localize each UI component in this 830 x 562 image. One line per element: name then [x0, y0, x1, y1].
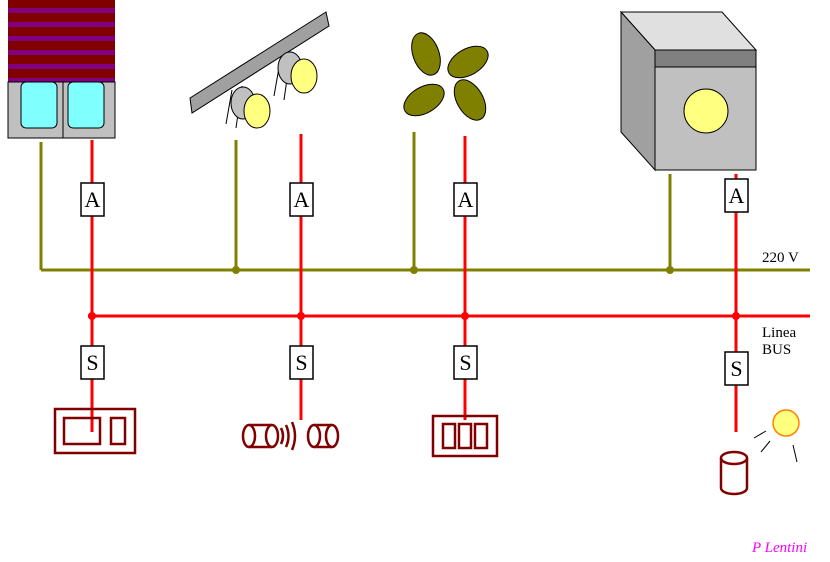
actuator-1-label: A — [85, 187, 101, 212]
author-signature: P Lentini — [751, 540, 807, 556]
sensor-4: S — [724, 351, 749, 386]
fan-device — [403, 32, 489, 121]
bus-line-junctions — [88, 312, 740, 320]
actuator-2: A — [289, 182, 314, 217]
bus-line — [88, 134, 810, 432]
washing-machine-device — [619, 10, 758, 172]
roller-shutter-device — [7, 0, 116, 139]
actuator-4-label: A — [729, 183, 745, 208]
infrared-sensor-device — [241, 421, 340, 451]
actuator-3-label: A — [458, 187, 474, 212]
sensor-2: S — [289, 345, 314, 380]
push-button-panel-device — [431, 414, 499, 458]
sensor-4-label: S — [730, 356, 742, 381]
sensor-3: S — [453, 345, 478, 380]
sun-icon — [753, 409, 800, 463]
light-sensor-device — [719, 409, 800, 496]
bus-line-label-1: Linea — [762, 325, 796, 341]
power-line-junctions — [232, 266, 674, 274]
wall-switch-device — [53, 407, 137, 455]
power-line-label: 220 V — [762, 250, 799, 266]
actuator-1: A — [80, 182, 105, 217]
actuator-3: A — [453, 182, 478, 217]
sensor-2-label: S — [295, 350, 307, 375]
sensor-1: S — [80, 345, 105, 380]
bus-line-label-2: BUS — [762, 342, 791, 358]
sensor-1-label: S — [86, 350, 98, 375]
sensor-3-label: S — [459, 350, 471, 375]
power-line — [39, 132, 810, 272]
actuator-2-label: A — [294, 187, 310, 212]
spotlights-device — [189, 11, 330, 129]
actuator-4: A — [724, 178, 749, 213]
